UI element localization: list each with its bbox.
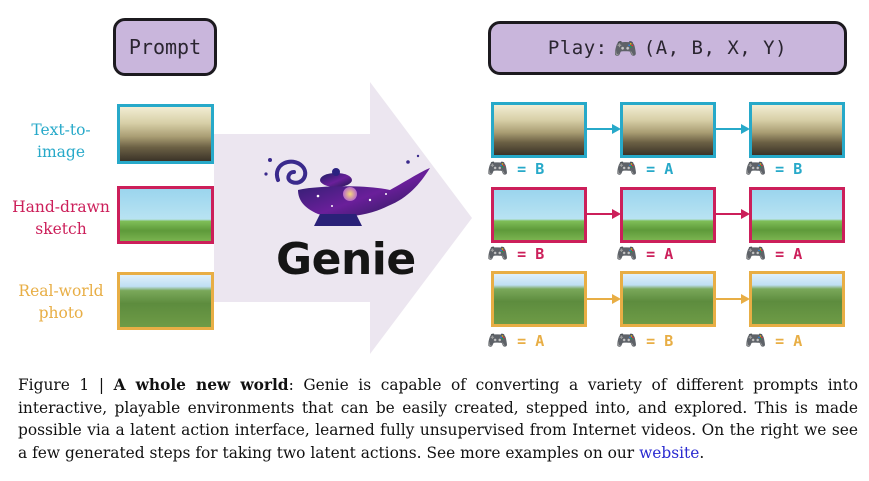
equals-sign: = bbox=[646, 160, 656, 178]
figure-label: Figure 1 | bbox=[18, 376, 105, 394]
step-arrow-row1-b bbox=[716, 124, 750, 134]
action-row3-step1: 🎮 = B bbox=[616, 331, 673, 351]
action-key: A bbox=[664, 160, 674, 178]
gamepad-icon: 🎮 bbox=[616, 331, 638, 351]
play-prefix: Play: bbox=[547, 37, 608, 59]
gamepad-icon: 🎮 bbox=[487, 159, 509, 179]
magic-lamp-icon bbox=[264, 154, 430, 226]
gamepad-icon: 🎮 bbox=[487, 331, 509, 351]
caption-body: : Genie is capable of converting a varie… bbox=[18, 376, 858, 462]
action-row2-step2: 🎮 = A bbox=[745, 244, 802, 264]
step-arrow-row1-a bbox=[587, 124, 621, 134]
frame-row1-step0 bbox=[491, 102, 587, 158]
figure-caption: Figure 1 | A whole new world: Genie is c… bbox=[18, 374, 858, 464]
prompt-image-photo bbox=[117, 272, 214, 330]
website-link[interactable]: website bbox=[639, 443, 700, 462]
action-row2-step0: 🎮 = B bbox=[487, 244, 544, 264]
frame-row2-step1 bbox=[620, 187, 716, 243]
action-key: B bbox=[664, 332, 674, 350]
action-key: A bbox=[664, 245, 674, 263]
action-key: B bbox=[793, 160, 803, 178]
frame-row1-step2 bbox=[749, 102, 845, 158]
equals-sign: = bbox=[517, 332, 527, 350]
gamepad-icon: 🎮 bbox=[745, 331, 767, 351]
gamepad-icon: 🎮 bbox=[745, 159, 767, 179]
step-arrow-row3-b bbox=[716, 294, 750, 304]
frame-row1-step1 bbox=[620, 102, 716, 158]
gamepad-icon: 🎮 bbox=[745, 244, 767, 264]
equals-sign: = bbox=[775, 332, 785, 350]
action-row1-step1: 🎮 = A bbox=[616, 159, 673, 179]
action-key: B bbox=[535, 160, 545, 178]
equals-sign: = bbox=[646, 332, 656, 350]
frame-row3-step1 bbox=[620, 271, 716, 327]
prompt-label: Prompt bbox=[128, 35, 202, 59]
gamepad-icon: 🎮 bbox=[487, 244, 509, 264]
action-key: A bbox=[793, 245, 803, 263]
gamepad-icon: 🎮 bbox=[616, 159, 638, 179]
action-key: A bbox=[793, 332, 803, 350]
caption-end: . bbox=[699, 443, 705, 462]
row-label-real-world-photo: Real-world photo bbox=[18, 282, 104, 322]
equals-sign: = bbox=[517, 160, 527, 178]
action-row2-step1: 🎮 = A bbox=[616, 244, 673, 264]
step-arrow-row2-a bbox=[587, 209, 621, 219]
equals-sign: = bbox=[517, 245, 527, 263]
genie-wordmark: Genie bbox=[276, 234, 416, 285]
action-row1-step0: 🎮 = B bbox=[487, 159, 544, 179]
prompt-header: Prompt bbox=[113, 18, 217, 76]
action-row3-step0: 🎮 = A bbox=[487, 331, 544, 351]
action-row3-step2: 🎮 = A bbox=[745, 331, 802, 351]
equals-sign: = bbox=[775, 245, 785, 263]
frame-row3-step0 bbox=[491, 271, 587, 327]
step-arrow-row3-a bbox=[587, 294, 621, 304]
gamepad-icon: 🎮 bbox=[616, 244, 638, 264]
step-arrow-row2-b bbox=[716, 209, 750, 219]
equals-sign: = bbox=[775, 160, 785, 178]
play-header: Play: 🎮 (A, B, X, Y) bbox=[488, 21, 847, 75]
prompt-image-text-to-image bbox=[117, 104, 214, 164]
equals-sign: = bbox=[646, 245, 656, 263]
frame-row2-step0 bbox=[491, 187, 587, 243]
frame-row2-step2 bbox=[749, 187, 845, 243]
action-key: B bbox=[535, 245, 545, 263]
gamepad-icon: 🎮 bbox=[613, 37, 638, 60]
row-label-hand-drawn-sketch: Hand-drawn sketch bbox=[12, 198, 110, 238]
row-label-text-to-image: Text-to- image bbox=[31, 121, 91, 161]
caption-title: A whole new world bbox=[113, 376, 289, 394]
action-row1-step2: 🎮 = B bbox=[745, 159, 802, 179]
frame-row3-step2 bbox=[749, 271, 845, 327]
prompt-image-sketch bbox=[117, 186, 214, 244]
play-actions: (A, B, X, Y) bbox=[643, 37, 788, 59]
action-key: A bbox=[535, 332, 545, 350]
